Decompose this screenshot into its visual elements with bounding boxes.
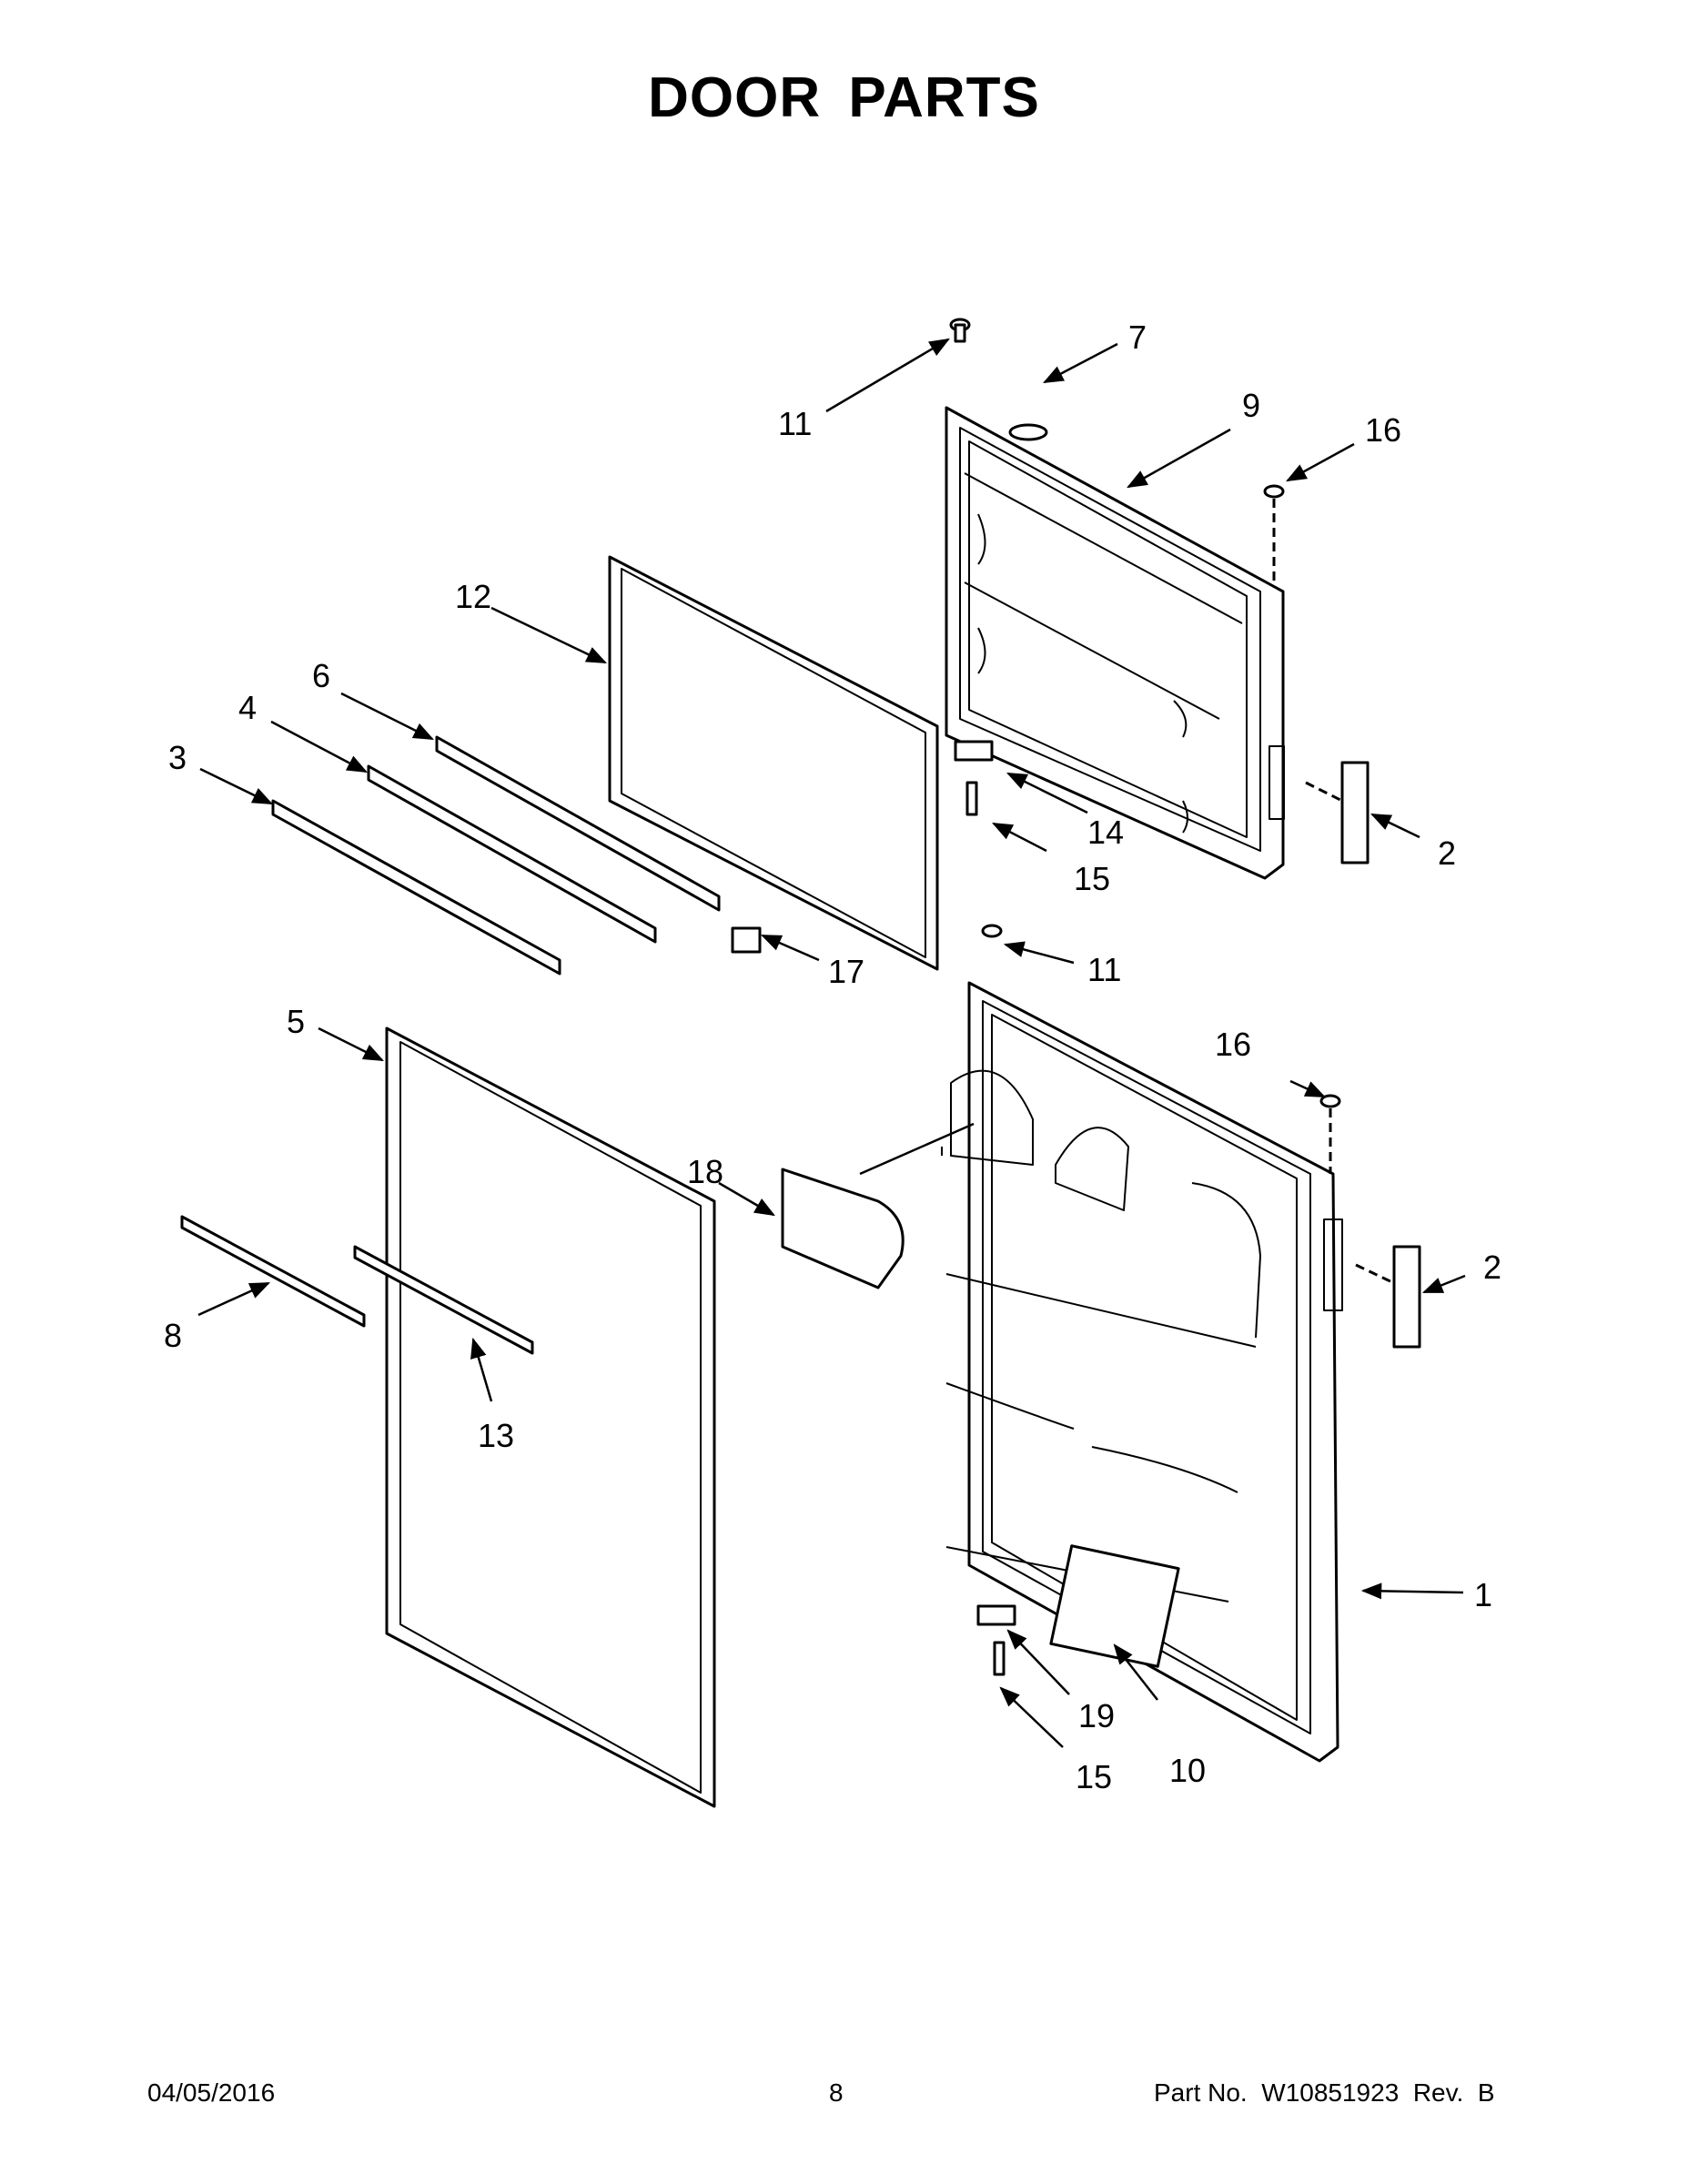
callout-1: 1 xyxy=(1474,1576,1492,1613)
footer-page-number: 8 xyxy=(829,2078,844,2107)
callout-4: 4 xyxy=(238,689,257,726)
callout-6: 6 xyxy=(312,657,330,694)
callout-10: 10 xyxy=(1169,1752,1206,1789)
callout-16: 16 xyxy=(1365,411,1401,449)
callout-15: 15 xyxy=(1076,1758,1112,1795)
callout-17: 17 xyxy=(828,953,864,990)
callout-15: 15 xyxy=(1074,860,1110,897)
freezer-gasket xyxy=(608,555,939,971)
freezer-door xyxy=(945,406,1285,880)
callout-5: 5 xyxy=(287,1003,305,1040)
callout-16: 16 xyxy=(1215,1026,1251,1063)
callout-12: 12 xyxy=(455,578,491,615)
callout-11: 11 xyxy=(1087,951,1121,988)
callout-8: 8 xyxy=(164,1317,182,1354)
door-bars xyxy=(180,735,721,1355)
fresh-food-gasket xyxy=(385,1026,716,1808)
callout-11: 11 xyxy=(778,405,812,442)
callout-13: 13 xyxy=(478,1417,514,1454)
callout-3: 3 xyxy=(168,739,187,776)
callout-labels: 1 2 2 3 4 5 6 7 8 9 10 11 11 12 13 14 15… xyxy=(164,318,1501,1795)
callout-2: 2 xyxy=(1438,834,1456,872)
callout-19: 19 xyxy=(1078,1697,1115,1734)
footer-date: 04/05/2016 xyxy=(147,2078,276,2107)
callout-18: 18 xyxy=(687,1153,723,1190)
callout-9: 9 xyxy=(1242,387,1260,424)
page-title: DOOR PARTS xyxy=(648,66,1040,129)
small-parts xyxy=(731,318,1421,1676)
callout-2: 2 xyxy=(1483,1249,1501,1286)
callout-7: 7 xyxy=(1128,318,1147,356)
footer-part-number: Part No. W10851923 Rev. B xyxy=(1154,2078,1495,2107)
callout-14: 14 xyxy=(1087,814,1124,851)
leader-lines xyxy=(197,338,1466,1748)
